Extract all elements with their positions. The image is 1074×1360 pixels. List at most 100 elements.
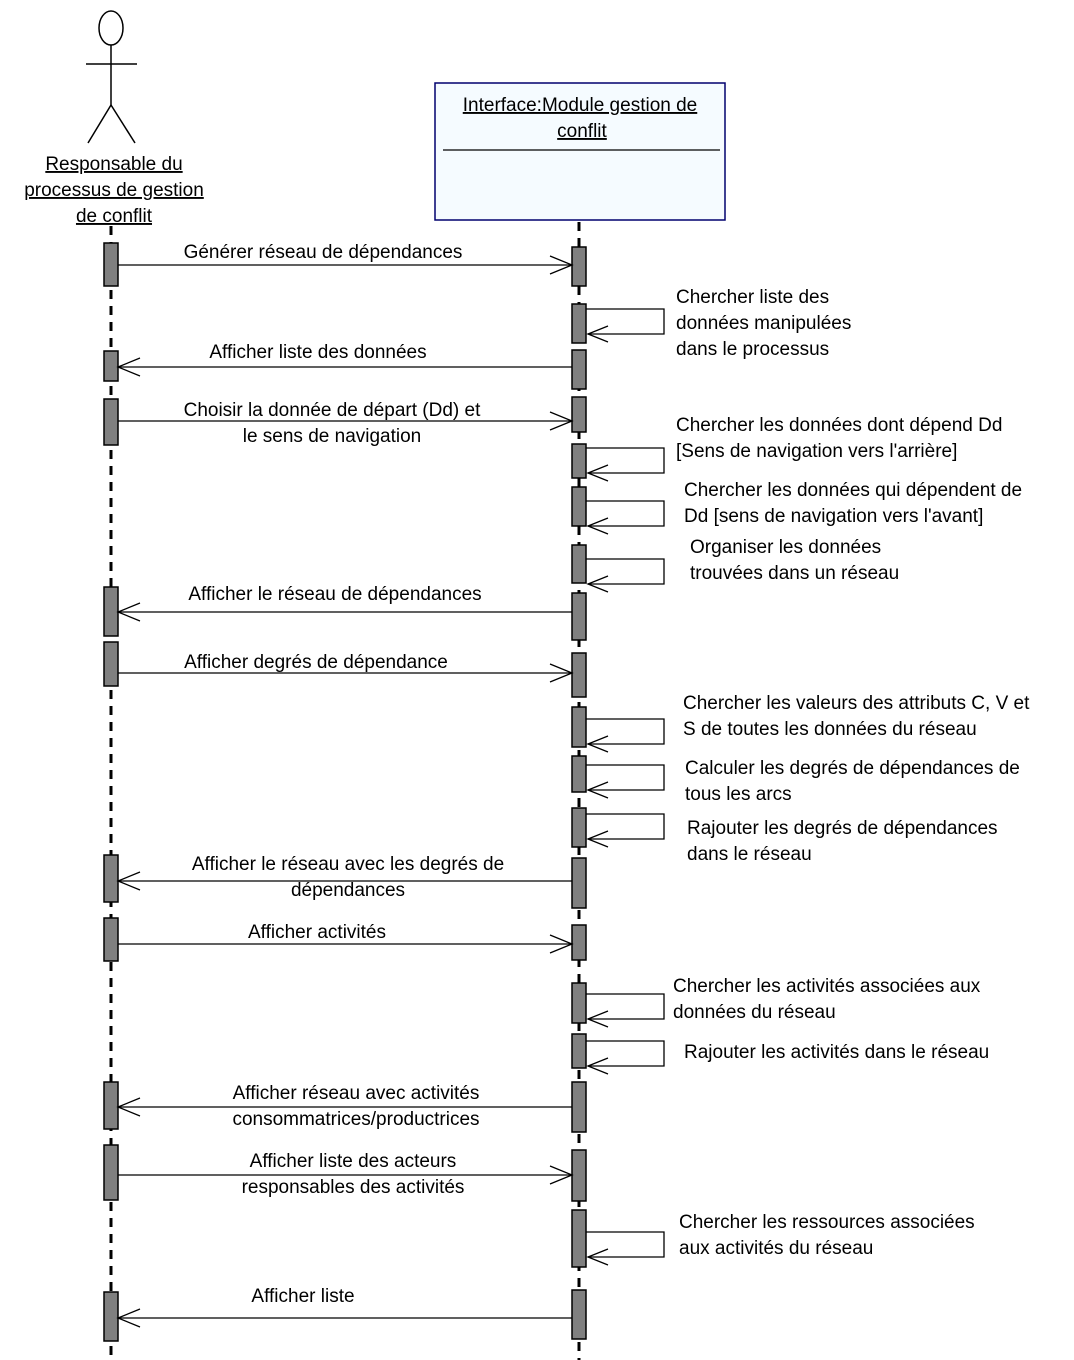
arrowhead [586,575,609,593]
message-label: Afficher réseau avec activités [233,1083,480,1104]
object-box: Interface:Module gestion de conflit [434,82,726,221]
arrowhead [116,1308,141,1328]
self-message-arrow [586,558,665,585]
actor-name-line: de conflit [76,206,153,227]
message-label: responsables des activités [242,1177,465,1198]
activation-bar [571,246,587,287]
self-message-arrow [586,1231,665,1258]
self-message-arrow [586,764,665,791]
message-label: dans le réseau [687,844,812,865]
self-message-arrow [586,308,665,335]
activation-bar [571,486,587,527]
message-label: S de toutes les données du réseau [683,719,977,740]
message-label: Chercher les activités associées aux [673,976,981,997]
message-label: Afficher le réseau de dépendances [188,584,481,605]
activation-bar [103,242,119,287]
arrowhead [549,663,574,683]
activation-bar [571,857,587,909]
actor-name-line: processus de gestion [24,180,204,201]
activation-bar [571,982,587,1024]
activation-bar [103,350,119,382]
activation-bar [103,1081,119,1130]
arrowhead [586,517,609,535]
arrowhead [116,871,141,891]
message-label: le sens de navigation [243,426,422,447]
self-message-arrow [586,500,665,527]
message-label: dépendances [291,880,405,901]
self-message-arrow [586,447,665,474]
activation-bar [571,443,587,479]
arrowhead [586,1248,609,1266]
arrowhead [116,357,141,377]
message-label: Afficher liste des acteurs [250,1151,457,1172]
activation-bar [103,641,119,687]
message-label: [Sens de navigation vers l'arrière] [676,441,957,462]
activation-bar [103,398,119,446]
activation-bar [571,1033,587,1069]
message-label: consommatrices/productrices [232,1109,479,1130]
message-label: Afficher liste [251,1286,354,1307]
activation-bar [103,854,119,903]
arrowhead [586,781,609,799]
actor-name-line: Responsable du [45,154,182,175]
arrowhead [586,1010,609,1028]
message-label: Afficher activités [248,922,386,943]
message-label: Choisir la donnée de départ (Dd) et [184,400,482,421]
activation-bar [571,652,587,698]
activation-bar [571,1081,587,1133]
arrowhead [586,325,609,343]
message-label: dans le processus [676,339,829,360]
object-name-line: Interface:Module gestion de [463,95,698,116]
activation-bar [571,1149,587,1202]
message-label: Afficher liste des données [209,342,426,363]
message-label: Rajouter les degrés de dépendances [687,818,998,839]
object-name-line: conflit [557,121,607,142]
arrowhead [586,1057,609,1075]
message-label: Chercher les valeurs des attributs C, V … [683,693,1030,714]
activation-bar [571,807,587,848]
message-label: trouvées dans un réseau [690,563,899,584]
activation-bar [103,1291,119,1342]
self-message-arrow [586,993,665,1020]
message-label: Dd [sens de navigation vers l'avant] [684,506,983,527]
message-label: Afficher degrés de dépendance [184,652,448,673]
arrowhead [116,1097,141,1117]
activation-bar [571,396,587,433]
self-message-arrow [586,813,665,840]
actor-label: Responsable du processus de gestion de c… [24,154,204,227]
message-label: Organiser les données [690,537,881,558]
arrowhead [586,464,609,482]
activation-bar [571,706,587,748]
arrowhead [549,255,574,275]
activation-bar [103,1144,119,1201]
message-label: aux activités du réseau [679,1238,873,1259]
self-message-arrow [586,718,665,745]
arrowhead [549,411,574,431]
message-label: Rajouter les activités dans le réseau [684,1042,989,1063]
activation-bar [571,349,587,390]
activation-bar [571,303,587,344]
activation-bar [571,755,587,793]
arrowhead [116,602,141,622]
message-label: Calculer les degrés de dépendances de [685,758,1020,779]
activation-bar [571,1209,587,1268]
activation-bar [571,924,587,961]
message-label: données manipulées [676,313,851,334]
message-label: Afficher le réseau avec les degrés de [192,854,504,875]
arrowhead [549,1165,574,1185]
activation-bar [103,586,119,637]
activation-bar [571,592,587,641]
message-label: Chercher les données dont dépend Dd [676,415,1002,436]
arrowhead [549,934,574,954]
message-label: tous les arcs [685,784,792,805]
activation-bar [571,1289,587,1340]
actor-figure [86,10,137,144]
message-label: données du réseau [673,1002,836,1023]
message-label: Générer réseau de dépendances [184,242,463,263]
arrowhead [586,830,609,848]
activation-bar [571,544,587,584]
message-label: Chercher liste des [676,287,829,308]
self-message-arrow [586,1040,665,1067]
